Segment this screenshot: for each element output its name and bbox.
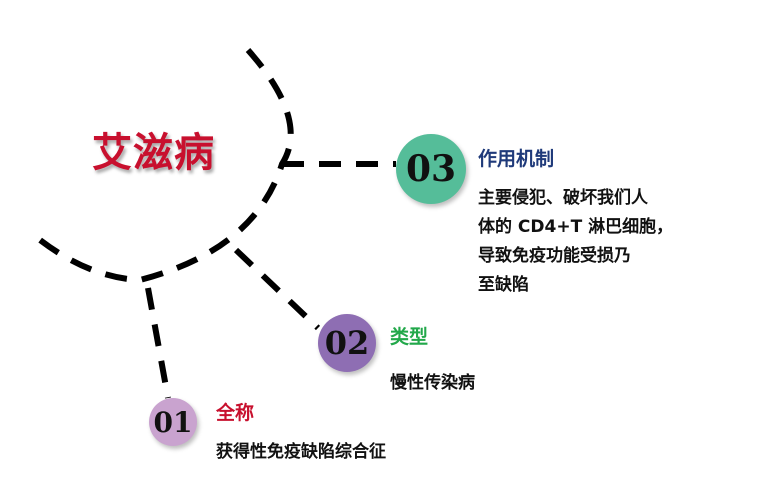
node-02-number: 02 — [324, 324, 370, 362]
branch-02-connector — [233, 247, 321, 331]
node-03-number: 03 — [405, 148, 457, 190]
node-03-circle: 03 — [396, 134, 466, 204]
node-03-description-line: 主要侵犯、破坏我们人 — [478, 188, 648, 208]
node-03-description-line: 至缺陷 — [478, 275, 529, 295]
node-03-description-line: 导致免疫功能受损乃 — [478, 246, 631, 266]
node-02-description: 慢性传染病 — [390, 373, 475, 393]
node-02-heading: 类型 — [390, 326, 429, 348]
node-03-description-line: 体的 CD4+T 淋巴细胞， — [478, 217, 674, 237]
node-02-circle: 02 — [318, 314, 376, 372]
node-03-description: 主要侵犯、破坏我们人 体的 CD4+T 淋巴细胞， 导致免疫功能受损乃 至缺陷 — [478, 184, 708, 300]
node-01-heading: 全称 — [216, 402, 255, 424]
node-03-heading: 作用机制 — [478, 148, 555, 170]
node-01-description: 获得性免疫缺陷综合征 — [216, 442, 386, 462]
node-01-circle: 01 — [149, 398, 197, 446]
node-01-number: 01 — [153, 405, 193, 439]
page-title: 艾滋病 — [92, 129, 215, 176]
main-arc-connector — [38, 48, 294, 284]
branch-01-connector — [145, 287, 171, 399]
